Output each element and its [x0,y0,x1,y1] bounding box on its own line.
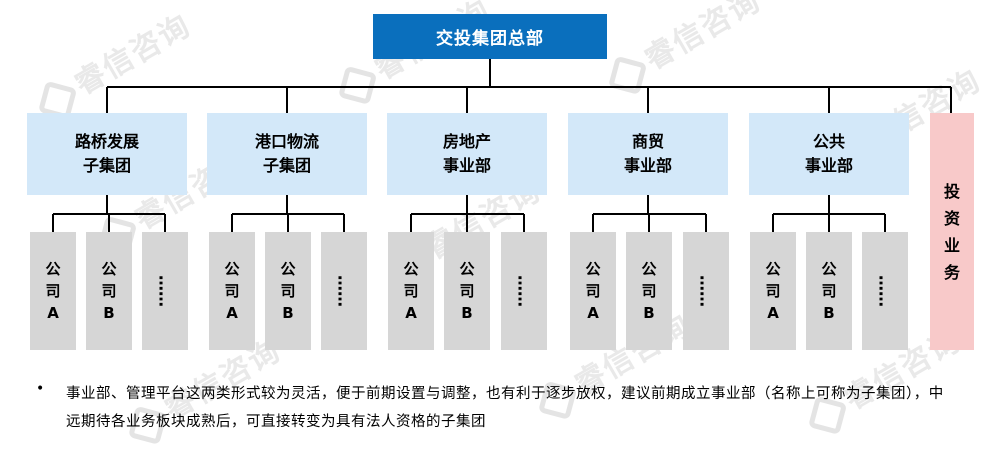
company-char: 公 [224,260,240,278]
dept-label-line2: 子集团 [262,156,311,175]
investment-char: 业 [943,235,960,255]
company-char: 司 [224,282,240,300]
company-char: 公 [45,260,61,278]
investment-char: 务 [943,262,960,282]
company-b-node: 公 司 B [265,232,311,350]
company-char: 司 [45,282,61,300]
company-a-node: 公 司 A [388,232,434,350]
company-letter: B [643,304,655,322]
dept-label-line1: 路桥发展 [74,132,139,151]
dept-label-line1: 商贸 [631,132,664,151]
company-b-node: 公 司 B [626,232,672,350]
dept-label-line2: 事业部 [804,156,853,175]
company-b-node: 公 司 B [444,232,490,350]
company-char: 司 [765,282,781,300]
company-letter: A [405,304,417,322]
company-a-node: 公 司 A [30,232,76,350]
dept-node-public: 公共 事业部 [749,113,909,195]
dept-label-line2: 事业部 [442,156,491,175]
ellipsis-text: …… [696,275,716,307]
company-b-node: 公 司 B [806,232,852,350]
investment-char: 投 [943,181,960,201]
ellipsis-mark: …… [155,275,175,307]
ellipsis-mark: …… [514,275,534,307]
company-a-node: 公 司 A [209,232,255,350]
ellipsis-text: …… [875,275,895,307]
company-letter: A [47,304,59,322]
company-more-node: …… [683,232,729,350]
company-char: 司 [821,282,837,300]
root-node-headquarters: 交投集团总部 [373,14,607,59]
note-text: 事业部、管理平台这两类形式较为灵活，便于前期设置与调整，也有利于逐步放权，建议前… [66,386,944,430]
company-char: 司 [459,282,475,300]
company-letter: B [282,304,294,322]
dept-label-line1: 公共 [812,132,845,151]
investment-business-node: 投 资 业 务 [930,113,974,350]
company-letter: B [461,304,473,322]
company-b-node: 公 司 B [86,232,132,350]
dept-node-trade: 商贸 事业部 [568,113,728,195]
dept-node-port-logistics: 港口物流 子集团 [207,113,367,195]
company-char: 司 [403,282,419,300]
company-char: 公 [459,260,475,278]
dept-label-line2: 事业部 [623,156,672,175]
investment-char: 资 [943,208,960,228]
company-a-node: 公 司 A [750,232,796,350]
ellipsis-mark: …… [334,275,354,307]
company-char: 司 [585,282,601,300]
ellipsis-text: …… [334,275,354,307]
ellipsis-text: …… [514,275,534,307]
company-char: 司 [101,282,117,300]
company-more-node: …… [321,232,367,350]
dept-node-road-bridge: 路桥发展 子集团 [27,113,187,195]
company-letter: B [103,304,115,322]
company-letter: A [226,304,238,322]
company-char: 公 [585,260,601,278]
company-char: 司 [641,282,657,300]
root-node-label: 交投集团总部 [436,29,544,49]
note-bullet: • [36,381,45,397]
dept-label-line1: 房地产 [442,132,491,151]
company-letter: A [587,304,599,322]
dept-label-line2: 子集团 [82,156,131,175]
dept-node-real-estate: 房地产 事业部 [387,113,547,195]
company-char: 公 [280,260,296,278]
company-more-node: …… [862,232,908,350]
ellipsis-text: …… [155,275,175,307]
ellipsis-mark: …… [875,275,895,307]
ellipsis-mark: …… [696,275,716,307]
company-char: 公 [641,260,657,278]
company-char: 公 [101,260,117,278]
company-char: 司 [280,282,296,300]
company-char: 公 [821,260,837,278]
company-letter: B [823,304,835,322]
company-more-node: …… [142,232,188,350]
company-more-node: …… [501,232,547,350]
company-char: 公 [765,260,781,278]
dept-label-line1: 港口物流 [254,132,319,151]
company-char: 公 [403,260,419,278]
company-a-node: 公 司 A [570,232,616,350]
company-letter: A [767,304,779,322]
